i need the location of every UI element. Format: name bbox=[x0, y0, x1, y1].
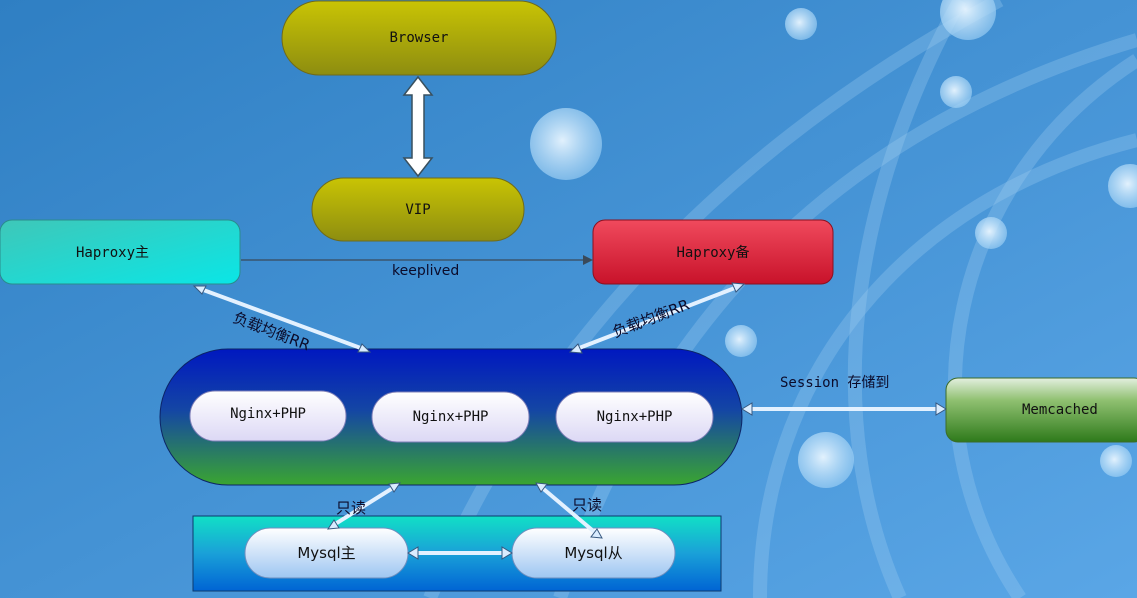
mysql-master-node: Mysql主 bbox=[245, 528, 408, 576]
mysql-master-label: Mysql主 bbox=[297, 543, 356, 562]
nginx-php-1-shape bbox=[189, 390, 347, 442]
haproxy-backup-node: Haproxy备 bbox=[593, 220, 833, 284]
browser-node: Browser bbox=[282, 1, 556, 75]
mysql-slave-label: Mysql从 bbox=[564, 543, 623, 562]
keepalived-connector bbox=[241, 255, 593, 265]
readonly-right-label: 只读 bbox=[572, 496, 603, 514]
decorative-bubbles bbox=[530, 0, 1137, 488]
nginx-php-node-2: Nginx+PHP bbox=[372, 394, 529, 440]
browser-label: Browser bbox=[389, 30, 449, 46]
keepalived-label: keeplived bbox=[392, 263, 460, 279]
haproxy-master-node: Haproxy主 bbox=[0, 220, 240, 284]
lb-right-arrow bbox=[568, 282, 746, 354]
nginx-php-label-1: Nginx+PHP bbox=[230, 406, 306, 422]
session-label: Session 存储到 bbox=[780, 375, 890, 391]
mysql-slave-node: Mysql从 bbox=[512, 528, 675, 576]
nginx-php-label-3: Nginx+PHP bbox=[596, 409, 673, 425]
memcached-shape bbox=[945, 377, 1137, 443]
nginx-php-label-2: Nginx+PHP bbox=[412, 409, 489, 425]
mysql-replication-arrow bbox=[407, 546, 513, 560]
nginx-php-2-shape bbox=[371, 391, 530, 443]
memcached-label: Memcached bbox=[1022, 402, 1098, 418]
haproxy-master-shape bbox=[0, 219, 241, 285]
vip-shape bbox=[311, 177, 525, 242]
readonly-left-label: 只读 bbox=[336, 499, 367, 517]
nginx-php-3-shape bbox=[555, 391, 714, 443]
browser-shape bbox=[281, 0, 557, 76]
lb-left-arrow bbox=[192, 285, 372, 353]
haproxy-master-label: Haproxy主 bbox=[76, 245, 150, 261]
readonly-left-arrow bbox=[327, 482, 401, 530]
connectors bbox=[192, 282, 947, 560]
memcached-node: Memcached bbox=[946, 378, 1137, 442]
haproxy-backup-shape bbox=[592, 219, 834, 285]
browser-vip-arrow bbox=[402, 75, 434, 178]
nginx-php-node-1: Nginx+PHP bbox=[190, 391, 346, 437]
haproxy-backup-label: Haproxy备 bbox=[676, 245, 750, 261]
readonly-right-arrow bbox=[535, 482, 603, 539]
vip-label: VIP bbox=[405, 201, 431, 218]
nginx-php-node-3: Nginx+PHP bbox=[556, 394, 713, 440]
session-arrow bbox=[741, 402, 947, 416]
vip-node: VIP bbox=[312, 178, 524, 241]
